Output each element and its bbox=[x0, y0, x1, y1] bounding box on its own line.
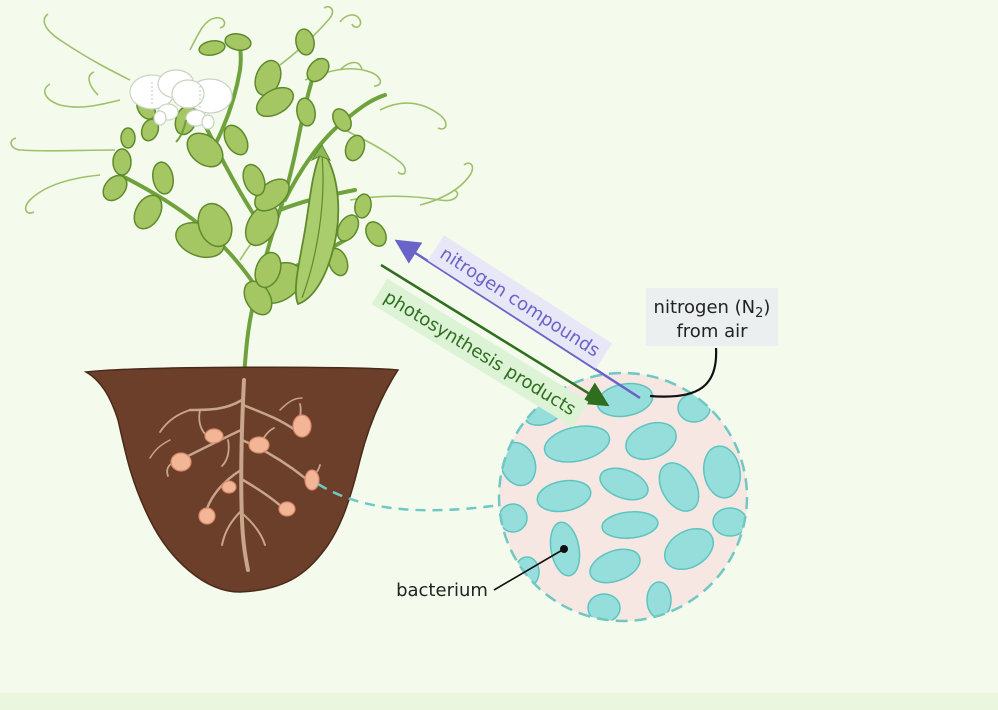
root-system bbox=[149, 378, 321, 572]
nitrogen-air-leader-line bbox=[649, 347, 718, 398]
nitrogen-air-label-line1: nitrogen (N2) bbox=[654, 297, 771, 321]
leaves bbox=[102, 28, 387, 316]
photosynthesis-arrow bbox=[380, 263, 610, 407]
bacterium-label: bacterium bbox=[396, 580, 488, 601]
bottom-band bbox=[0, 693, 998, 710]
root-nodules bbox=[170, 414, 320, 525]
magnification-connector bbox=[317, 482, 501, 512]
photosynthesis-label-group: photosynthesis products bbox=[371, 278, 589, 428]
bacterium-label-group: bacterium bbox=[396, 545, 568, 601]
bacterium-leader-line bbox=[493, 548, 565, 591]
magnified-nodule bbox=[497, 371, 749, 623]
photosynthesis-label-bg bbox=[371, 278, 589, 428]
nitrogen-air-label-line2: from air bbox=[676, 321, 748, 342]
tendrils bbox=[10, 5, 474, 261]
nitrogen-air-label-bg bbox=[646, 288, 778, 346]
nitrogen-air-label-group: nitrogen (N2) from air bbox=[646, 288, 778, 398]
pea-plant bbox=[10, 5, 474, 382]
pea-flowers bbox=[129, 69, 233, 143]
nitrogen-compounds-arrow bbox=[394, 239, 641, 400]
nitrogen-compounds-label-bg bbox=[427, 235, 613, 369]
pea-pod bbox=[294, 144, 340, 306]
